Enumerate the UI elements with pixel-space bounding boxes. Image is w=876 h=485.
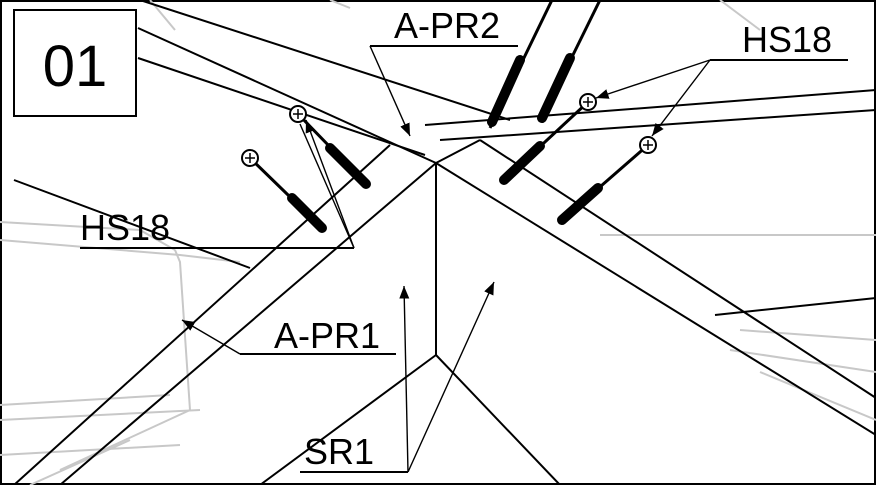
screw-icon bbox=[487, 0, 554, 129]
screw-icon bbox=[499, 93, 597, 185]
rafter-apr2 bbox=[137, 0, 511, 164]
screw-icon bbox=[241, 149, 327, 233]
label-hs18-top: HS18 bbox=[742, 19, 832, 60]
leader-apr1 bbox=[181, 319, 241, 355]
screw-icon bbox=[289, 105, 371, 189]
screw-icon bbox=[557, 136, 657, 225]
leader-hs18-top-1 bbox=[595, 59, 711, 99]
label-apr2: A-PR2 bbox=[394, 5, 500, 46]
leader-hs18-top-2 bbox=[651, 59, 711, 137]
leader-hs18-left-1 bbox=[305, 119, 355, 249]
label-apr1: A-PR1 bbox=[274, 315, 380, 356]
leader-apr2 bbox=[369, 45, 411, 137]
step-number: 01 bbox=[43, 34, 108, 99]
leader-hs18-left-2 bbox=[299, 123, 355, 249]
hip-rafters-apr1-sr1 bbox=[13, 139, 876, 485]
label-sr1: SR1 bbox=[304, 431, 374, 472]
screw-icon bbox=[537, 0, 602, 123]
step-number-box bbox=[13, 9, 137, 117]
leader-sr1-2 bbox=[407, 281, 495, 473]
leader-sr1-1 bbox=[399, 285, 410, 473]
label-hs18-left: HS18 bbox=[80, 207, 170, 248]
